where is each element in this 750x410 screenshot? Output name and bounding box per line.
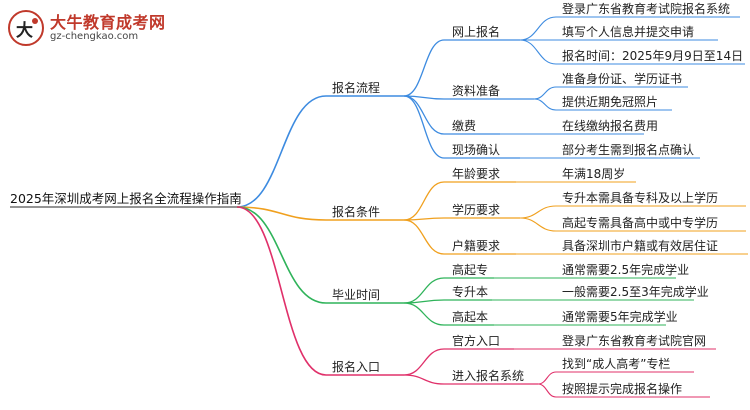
child-node-label: 高起本 (452, 309, 488, 324)
leaf-node-label: 填写个人信息并提交申请 (562, 24, 694, 39)
child-leaf-connector (533, 98, 557, 111)
branch-label: 报名入口 (332, 359, 380, 374)
root-branch-connector (236, 206, 327, 221)
child-node-label: 网上报名 (452, 24, 500, 39)
branch-label: 报名流程 (332, 80, 380, 95)
child-node-label: 专升本 (452, 284, 488, 299)
branch-child-connector (403, 277, 445, 304)
root-branch-connector (236, 95, 327, 208)
child-node-label: 进入报名系统 (452, 368, 524, 383)
leaf-node-label: 找到“成人高考”专栏 (562, 356, 670, 371)
child-node-label: 学历要求 (452, 202, 500, 217)
child-leaf-connector (533, 86, 557, 100)
child-node-label: 现场确认 (452, 143, 500, 157)
child-leaf-connector (519, 205, 557, 219)
branch-label: 报名条件 (332, 204, 380, 219)
site-logo: 大 大牛教育成考网 gz-chengkao.com (8, 8, 165, 48)
branch-child-connector (403, 348, 445, 376)
child-node-label: 官方入口 (452, 333, 500, 348)
logo-emblem-icon: 大 (8, 10, 44, 46)
branch-child-connector (403, 219, 445, 255)
branch-child-connector (403, 181, 445, 221)
branch-label: 毕业时间 (332, 288, 380, 302)
leaf-node-label: 按照提示完成报名操作 (562, 381, 682, 396)
leaf-node-label: 登录广东省教育考试院报名系统 (562, 1, 730, 16)
root-branch-connector (236, 206, 327, 376)
child-node-label: 高起专 (452, 262, 488, 277)
leaf-node-label: 准备身份证、学历证书 (562, 71, 682, 86)
child-leaf-connector (519, 16, 557, 41)
leaf-node-label: 一般需要2.5至3年完成学业 (562, 284, 709, 299)
leaf-node-label: 报名时间：2025年9月9日至14日 (562, 48, 743, 63)
logo-title: 大牛教育成考网 (50, 13, 166, 32)
branch-child-connector (403, 39, 445, 97)
leaf-node-label: 年满18周岁 (562, 166, 625, 181)
branch-child-connector (403, 217, 445, 221)
child-node-label: 年龄要求 (452, 167, 500, 181)
branch-child-connector (403, 374, 445, 385)
child-leaf-connector (537, 371, 557, 385)
leaf-node-label: 通常需要2.5年完成学业 (562, 262, 689, 277)
leaf-node-label: 专升本需具备专科及以上学历 (562, 190, 718, 205)
leaf-node-label: 具备深圳市户籍或有效居住证 (562, 238, 718, 253)
root-node-label: 2025年深圳成考网上报名全流程操作指南 (10, 191, 242, 206)
logo-emblem-glyph: 大 (16, 21, 33, 41)
logo-url: gz-chengkao.com (50, 31, 139, 42)
leaf-node-label: 高起专需具备高中或中专学历 (562, 215, 718, 230)
leaf-node-label: 通常需要5年完成学业 (562, 309, 678, 324)
child-leaf-connector (519, 217, 557, 232)
leaf-node-label: 在线缴纳报名费用 (562, 118, 658, 133)
child-node-label: 资料准备 (452, 84, 500, 98)
child-leaf-connector (537, 383, 557, 398)
child-leaf-connector (519, 39, 557, 65)
leaf-node-label: 部分考生需到报名点确认 (562, 142, 694, 157)
root-branch-connector (236, 206, 327, 304)
leaf-node-label: 提供近期免冠照片 (562, 94, 658, 109)
child-node-label: 户籍要求 (452, 238, 500, 253)
logo-emblem-dot (32, 18, 38, 24)
child-node-label: 缴费 (452, 118, 476, 133)
branch-child-connector (403, 302, 445, 326)
leaf-node-label: 登录广东省教育考试院官网 (562, 333, 706, 348)
branch-child-connector (403, 95, 445, 159)
